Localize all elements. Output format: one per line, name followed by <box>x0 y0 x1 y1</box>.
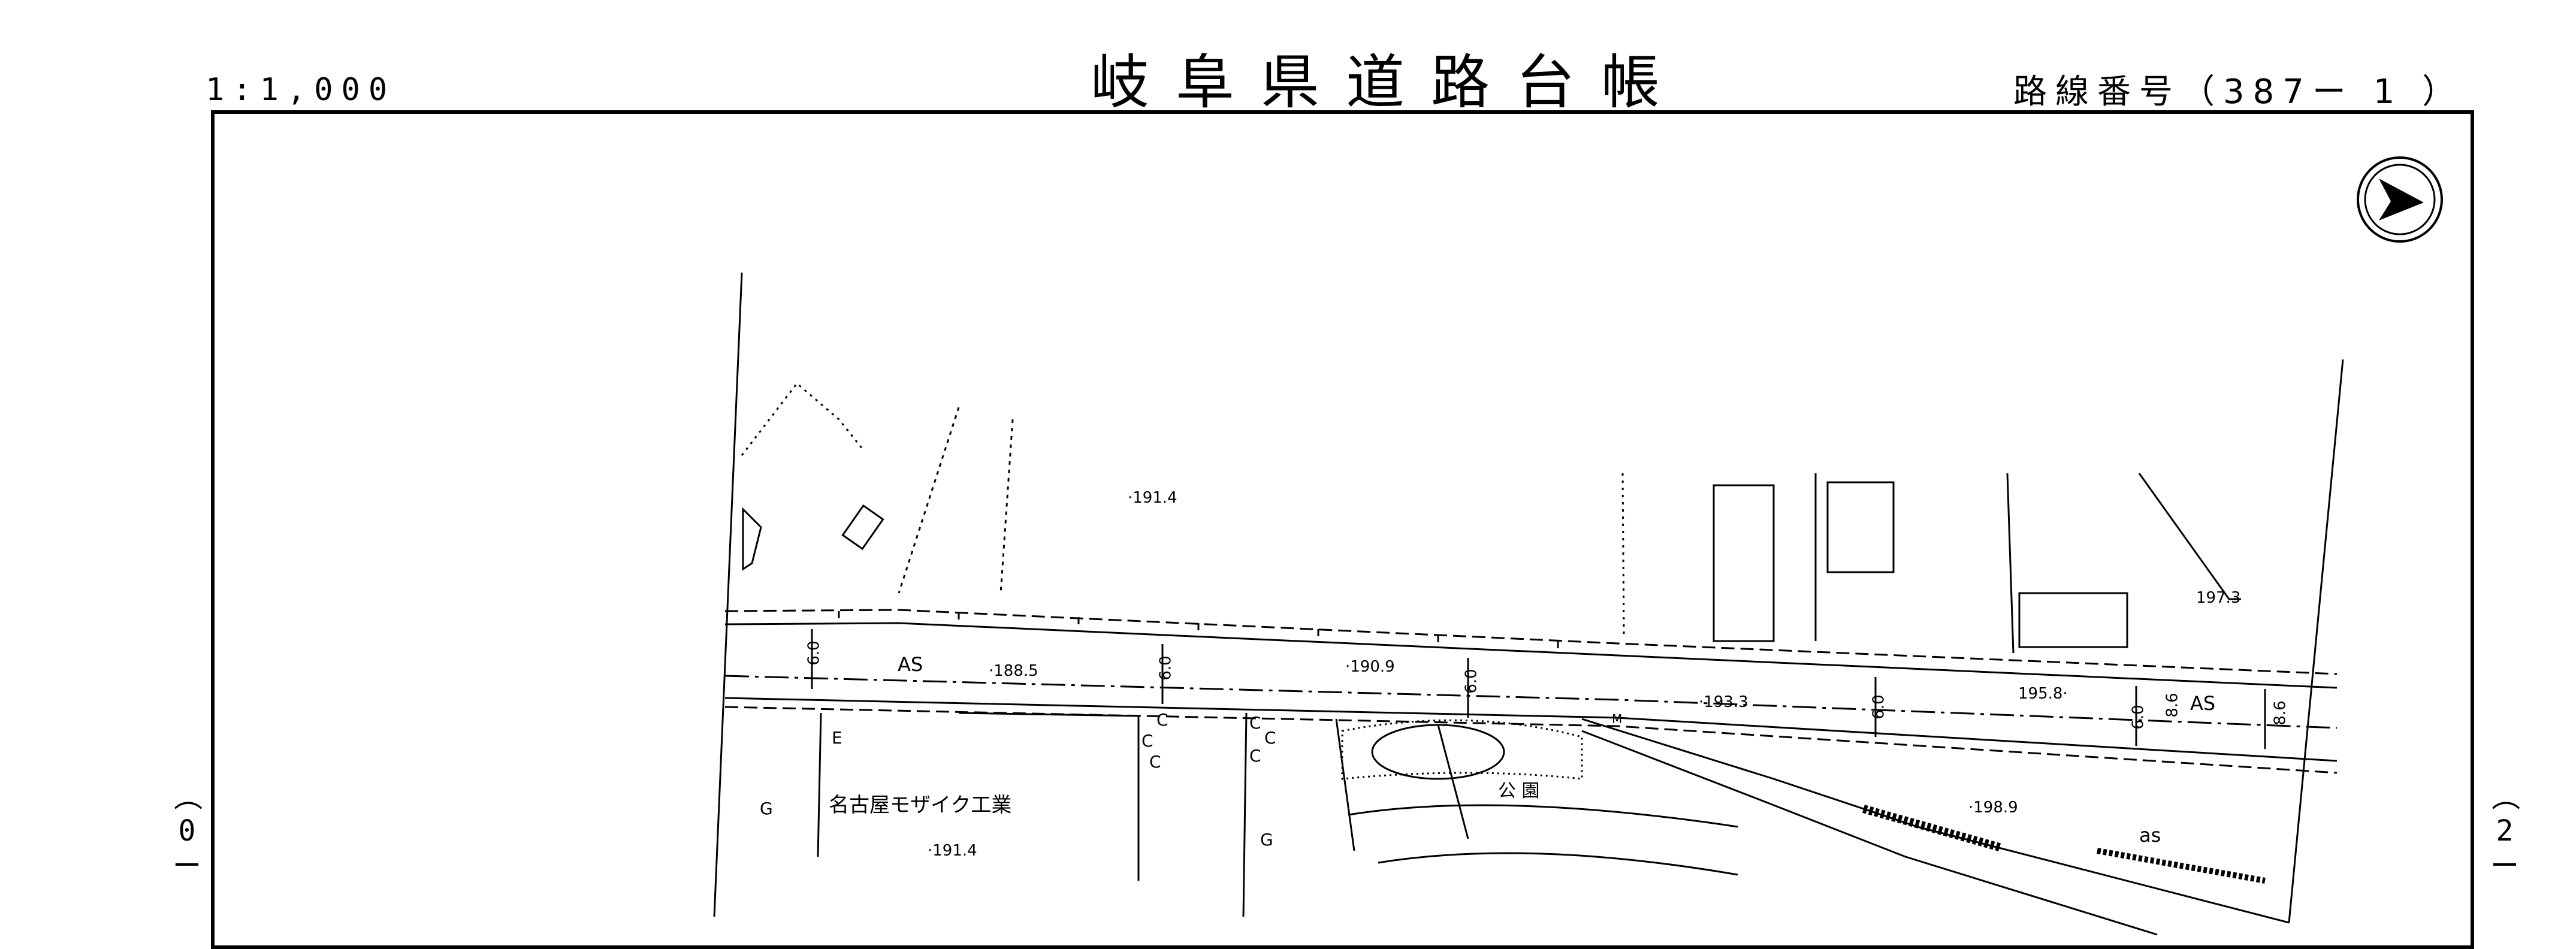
map-symbol: C <box>1249 713 1261 733</box>
elevation-label: ·191.4 <box>1128 489 1177 507</box>
building-2 <box>1826 481 1895 573</box>
map-symbol: G <box>1260 830 1273 850</box>
north-curb-ticks <box>838 611 1559 648</box>
park-contour-2 <box>1378 852 1738 876</box>
sw-parcel-line <box>817 712 822 857</box>
map-symbol: M <box>1612 712 1623 726</box>
width-label: 6.0 <box>1870 694 1888 720</box>
map-symbol: G <box>760 799 773 818</box>
left-marker-dash: ー <box>172 849 201 882</box>
north-arrow-icon <box>2357 156 2443 243</box>
park-west-line <box>1242 712 1248 917</box>
sheet-marker-right: （ 2 ー <box>2487 779 2523 883</box>
width-label: 6.0 <box>2129 705 2148 730</box>
park-boundary <box>1335 718 1469 851</box>
ne-curve <box>2138 473 2241 600</box>
width-label: 6.0 <box>805 640 823 666</box>
nw-parcel-boundary <box>898 407 1014 594</box>
west-boundary-line <box>713 272 743 917</box>
width-dimension-ticks <box>811 629 2266 749</box>
park-area <box>1341 719 1583 780</box>
map-scale: 1:1,000 <box>206 72 396 108</box>
route-number: 路線番号（387ー 1 ） <box>2013 72 2465 111</box>
elevation-label: ·193.3 <box>1699 693 1748 711</box>
hatched-strip-east <box>2097 848 2266 884</box>
park-pond <box>1371 724 1505 780</box>
park-contour-1 <box>1348 804 1738 828</box>
map-symbol: C <box>1249 746 1261 766</box>
elevation-label: ·198.9 <box>1968 799 2018 817</box>
surface-label: as <box>2139 824 2161 847</box>
east-boundary-line <box>2288 359 2344 923</box>
factory-building <box>958 712 1140 881</box>
surface-label: AS <box>898 653 923 676</box>
road-north-edge <box>724 622 2338 689</box>
elevation-label: ·190.9 <box>1345 658 1395 676</box>
branch-road-south-edge <box>1581 730 2158 936</box>
building-3 <box>2018 592 2128 648</box>
elevation-label: 197.3 <box>2196 589 2241 607</box>
map-symbol: C <box>1264 728 1276 748</box>
width-label: 6.0 <box>1462 669 1481 694</box>
nw-parcel-dotted <box>741 382 864 456</box>
width-label: 8.6 <box>2271 700 2290 726</box>
elevation-label: ·188.5 <box>989 662 1038 680</box>
company-label: 名古屋モザイク工業 <box>829 793 1012 817</box>
nw-triangle-lot <box>742 507 762 571</box>
left-marker-number: 0 <box>178 814 196 848</box>
ne-parcel-dotted <box>1621 473 1625 636</box>
road-south-edge-dashed <box>724 706 2338 774</box>
map-symbol: C <box>1141 731 1153 751</box>
width-label: 6.0 <box>1156 655 1175 681</box>
width-label: 8.6 <box>2163 693 2182 718</box>
right-marker-number: 2 <box>2496 814 2514 848</box>
ne-boundary <box>2006 473 2015 654</box>
elevation-label: ·191.4 <box>928 842 977 860</box>
surface-label: AS <box>2190 692 2216 715</box>
small-structure <box>841 504 884 551</box>
elevation-label: 195.8· <box>2018 685 2068 703</box>
road-north-edge-dashed <box>724 609 2338 675</box>
branch-road-north-edge <box>1581 718 2290 924</box>
park-label: 公 園 <box>1498 781 1540 802</box>
right-marker-dash: ー <box>2490 849 2519 882</box>
map-symbol: C <box>1149 752 1161 772</box>
map-symbol: E <box>832 728 842 748</box>
sheet-marker-left: （ 0 ー <box>169 779 205 883</box>
map-symbol: C <box>1156 710 1168 730</box>
map-title: 岐阜県道路台帳 <box>1091 49 1687 117</box>
road-south-edge <box>724 697 2338 762</box>
road-centerline <box>724 675 2338 729</box>
building-1 <box>1713 484 1775 642</box>
